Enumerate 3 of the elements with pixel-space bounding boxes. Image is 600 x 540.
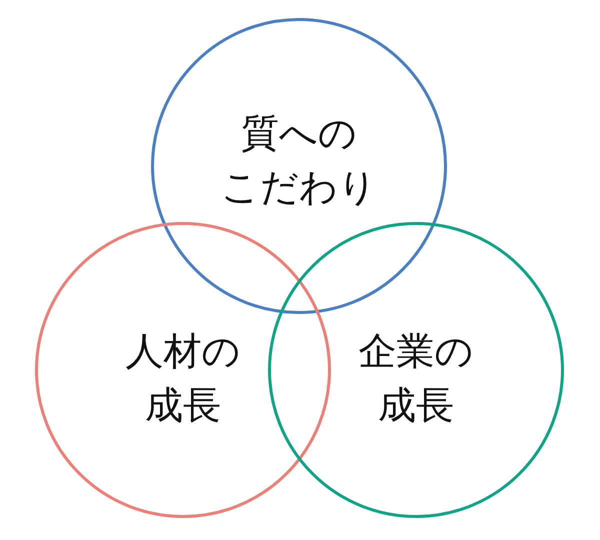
circle-label: 人材の成長 [124, 328, 242, 429]
circle-label: 質へのこだわり [220, 110, 378, 211]
circle-label: 企業の成長 [358, 328, 474, 429]
